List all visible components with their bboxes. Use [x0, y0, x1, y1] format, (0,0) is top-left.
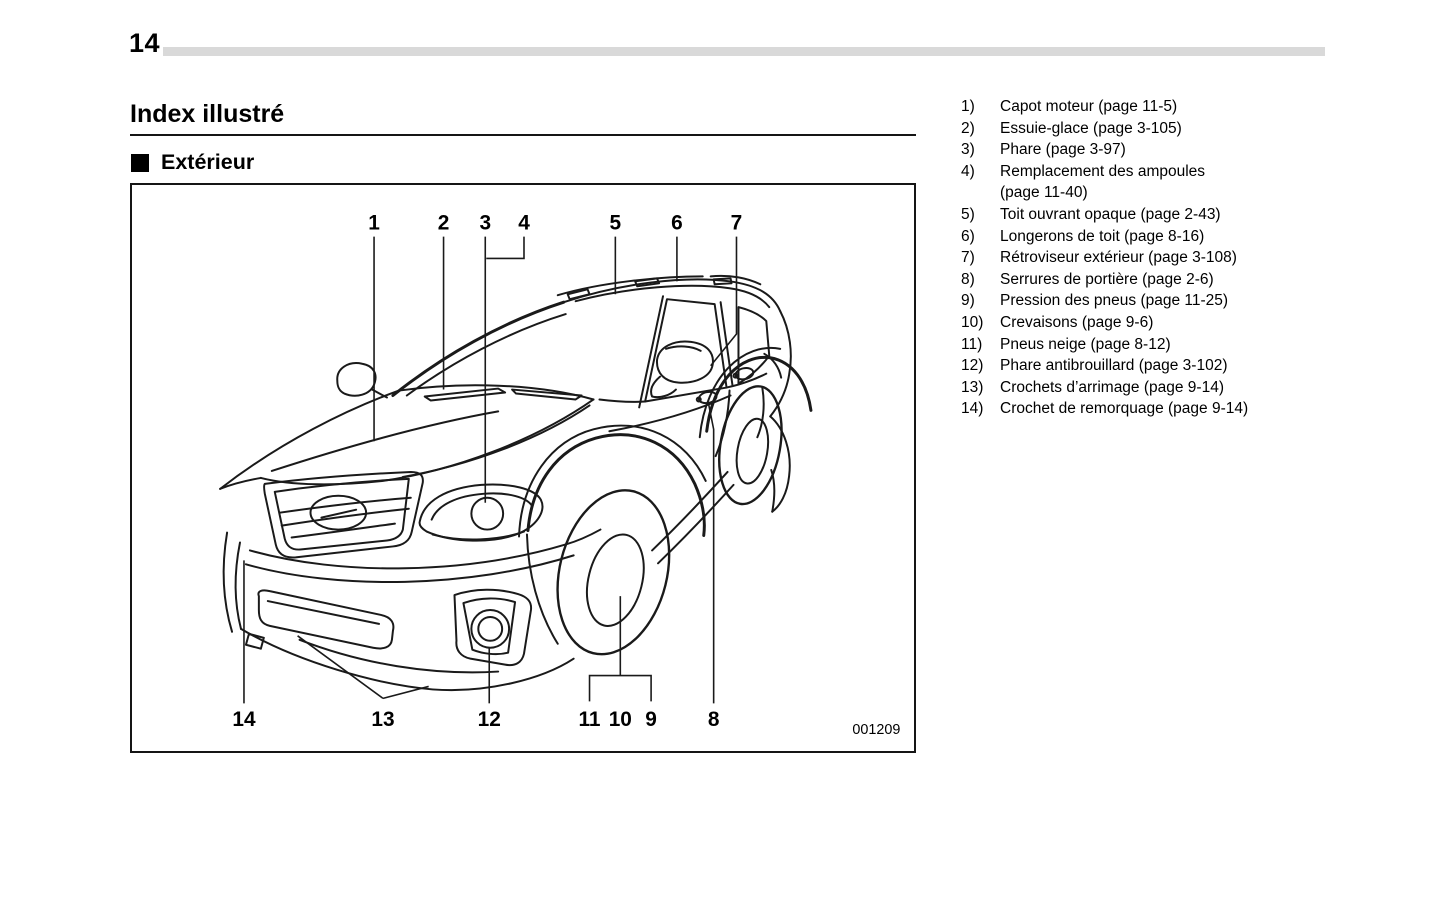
wipers: [423, 387, 583, 402]
callout-14: 14: [232, 708, 256, 731]
legend-item-text: Pneus neige (page 8-12): [1000, 335, 1171, 353]
legend-item-text-line2: (page 11-40): [1000, 184, 1088, 202]
callout-numbers: 1 2 3 4 5 6 7 14 13 12 11 10 9 8: [232, 212, 742, 731]
callout-12: 12: [478, 708, 501, 731]
legend-item: 3) Phare (page 3-97): [961, 139, 1381, 161]
legend-item-number: 14): [961, 400, 984, 418]
legend-item-text: Essuie-glace (page 3-105): [1000, 119, 1182, 137]
legend-item-number: 2): [961, 119, 975, 137]
legend-item-number: 4): [961, 162, 975, 180]
callout-leader-lines: [243, 236, 738, 704]
legend-item: 10) Crevaisons (page 9-6): [961, 312, 1381, 334]
section-heading: Extérieur: [131, 150, 254, 175]
callout-6: 6: [671, 212, 683, 235]
legend-item-text: Longerons de toit (page 8-16): [1000, 227, 1205, 245]
legend-item-number: 8): [961, 270, 975, 288]
section-title: Extérieur: [161, 150, 255, 174]
legend-item: 11) Pneus neige (page 8-12): [961, 334, 1381, 356]
callout-9: 9: [645, 708, 657, 731]
section-marker-icon: [131, 153, 149, 172]
legend-list: 1) Capot moteur (page 11-5) 2) Essuie-glac…: [961, 96, 1381, 420]
legend-item: 1) Capot moteur (page 11-5): [961, 96, 1381, 118]
front-bumper: [222, 528, 602, 692]
callout-10: 10: [609, 708, 632, 731]
legend-item-text: Rétroviseur extérieur (page 3-108): [1000, 249, 1237, 267]
legend-item-text: Crevaisons (page 9-6): [1000, 313, 1154, 331]
legend-item: 4) Remplacement des ampoules (page 11-40): [961, 161, 1381, 204]
car-illustration: [219, 274, 813, 692]
legend-item: 9) Pression des pneus (page 11-25): [961, 290, 1381, 312]
legend-item: 6) Longerons de toit (page 8-16): [961, 226, 1381, 248]
legend-item-number: 7): [961, 249, 975, 267]
windshield: [391, 300, 567, 398]
legend-item-text: Phare (page 3-97): [1000, 141, 1126, 159]
legend-item-number: 1): [961, 98, 975, 115]
legend-item: 14) Crochet de remorquage (page 9-14): [961, 398, 1381, 420]
legend-item: 13) Crochets d’arrimage (page 9-14): [961, 377, 1381, 399]
legend-item: 5) Toit ouvrant opaque (page 2-43): [961, 204, 1381, 226]
legend-item-number: 12): [961, 357, 984, 375]
fog-light: [453, 588, 533, 667]
legend-item-number: 9): [961, 292, 975, 310]
side-mirror: [650, 340, 714, 399]
grille: [263, 470, 424, 559]
legend-item-text: Phare antibrouillard (page 3-102): [1000, 357, 1228, 375]
legend-item-number: 11): [961, 335, 983, 353]
legend-item-number: 10): [961, 313, 984, 331]
legend-item-text: Serrures de portière (page 2-6): [1000, 270, 1214, 288]
legend-item: 8) Serrures de portière (page 2-6): [961, 269, 1381, 291]
callout-8: 8: [708, 708, 720, 731]
callout-1: 1: [368, 212, 380, 235]
legend-item-text: Remplacement des ampoules: [1000, 162, 1206, 180]
callout-5: 5: [610, 212, 622, 235]
left-mirror: [336, 362, 388, 399]
title-rule: [130, 134, 916, 136]
page-title: Index illustré: [130, 100, 285, 128]
figure-code: 001209: [852, 722, 900, 738]
legend-item-text: Crochets d’arrimage (page 9-14): [1000, 378, 1224, 396]
legend-item: 7) Rétroviseur extérieur (page 3-108): [961, 247, 1381, 269]
legend-item: 12) Phare antibrouillard (page 3-102): [961, 355, 1381, 377]
callout-2: 2: [438, 212, 450, 235]
brand-emblem-icon: [309, 494, 368, 531]
roof-rail: [556, 274, 762, 301]
page-number: 14: [129, 28, 161, 58]
legend-item-number: 5): [961, 205, 975, 223]
headlight: [418, 483, 544, 542]
legend-item-number: 13): [961, 378, 984, 396]
legend-item-number: 6): [961, 227, 975, 245]
legend-item-text: Toit ouvrant opaque (page 2-43): [1000, 205, 1221, 223]
legend-item-text: Capot moteur (page 11-5): [1000, 98, 1178, 115]
legend-item: 2) Essuie-glace (page 3-105): [961, 118, 1381, 140]
header-band: [163, 47, 1325, 56]
roof: [562, 278, 782, 313]
rear-wheel: [698, 346, 813, 506]
callout-7: 7: [731, 212, 743, 235]
tow-hook-cover: [244, 632, 265, 650]
callout-11: 11: [579, 708, 601, 731]
legend-item-text: Crochet de remorquage (page 9-14): [1000, 400, 1249, 418]
exterior-diagram-svg: 1 2 3 4 5 6 7 14 13 12 11 10 9 8 001209: [219, 212, 900, 738]
front-wheel: [518, 424, 707, 656]
callout-13: 13: [371, 708, 394, 731]
callout-4: 4: [518, 212, 530, 235]
callout-3: 3: [479, 212, 491, 235]
side-windows: [598, 295, 771, 409]
legend-item-text: Pression des pneus (page 11-25): [1000, 292, 1229, 310]
exterior-figure: 1 2 3 4 5 6 7 14 13 12 11 10 9 8 001209: [130, 183, 916, 753]
legend-item-number: 3): [961, 141, 975, 159]
